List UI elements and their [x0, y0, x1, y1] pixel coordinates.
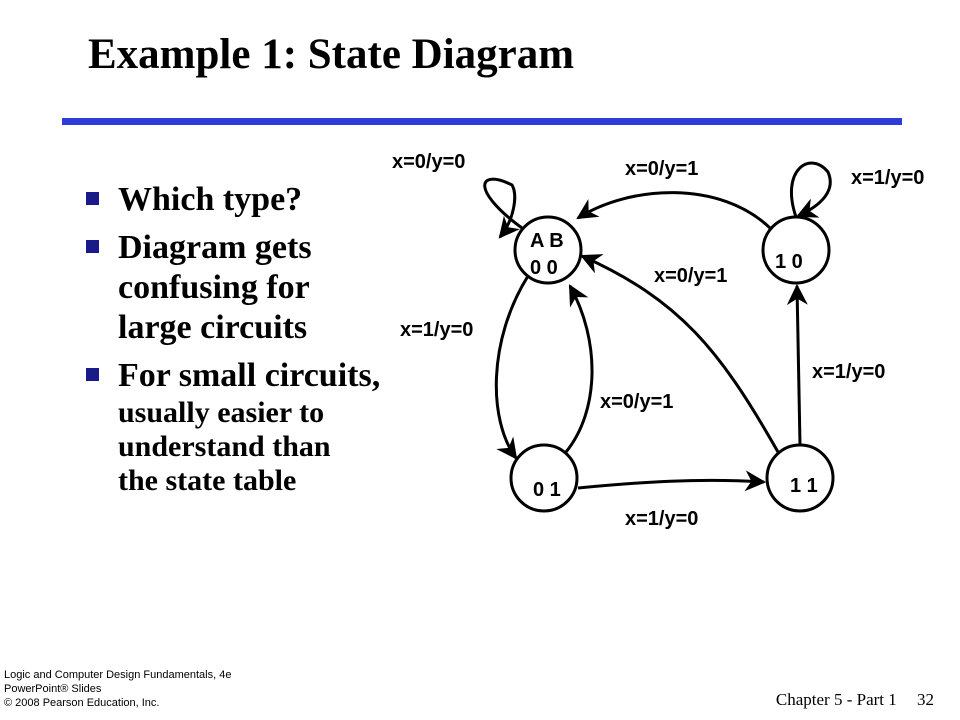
square-bullet-icon	[86, 240, 99, 253]
transition-01-to-00	[564, 284, 594, 453]
footer-logo-line: PowerPoint® Slides	[4, 683, 102, 695]
title-divider	[62, 118, 902, 125]
transition-11-to-00	[580, 254, 780, 453]
bullet-line: confusing for	[118, 269, 310, 306]
footer-logo-line: Logic and Computer Design Fundamentals, …	[4, 669, 232, 681]
bullet-list: Which type? Diagram gets confusing for l…	[86, 180, 466, 506]
transition-label: x=1/y=0	[812, 361, 885, 383]
transition-label: x=0/y=1	[625, 158, 698, 180]
transition-00-to-01	[494, 275, 530, 460]
state-node-01	[509, 443, 579, 513]
page-footer: Chapter 5 - Part 1 32	[776, 690, 934, 710]
state-label-10: 1 0	[775, 251, 803, 273]
slide-title: Example 1: State Diagram	[88, 31, 575, 78]
state-node-00	[513, 215, 583, 285]
page-number: 32	[917, 690, 934, 709]
square-bullet-icon	[86, 192, 99, 205]
bullet-item: For small circuits, usually easier to un…	[86, 356, 466, 498]
transition-01-to-11	[577, 470, 767, 492]
bullet-line: understand than	[118, 430, 331, 463]
transition-11-to-10	[786, 283, 808, 446]
state-node-10	[761, 215, 831, 285]
bullet-item: Which type?	[86, 180, 466, 220]
transition-label: x=1/y=0	[400, 319, 473, 341]
state-label-11: 1 1	[790, 475, 818, 497]
bullet-line: the state table	[118, 464, 297, 497]
footer-logo-line: © 2008 Pearson Education, Inc.	[4, 697, 160, 709]
chapter-label: Chapter 5 - Part 1	[775, 690, 897, 709]
state-label-00-value: 0 0	[530, 257, 558, 279]
transition-label: x=0/y=1	[654, 265, 727, 287]
transition-label: x=0/y=1	[600, 391, 673, 413]
transition-10-to-00	[576, 191, 772, 230]
transition-label: x=1/y=0	[851, 167, 924, 189]
bullet-line: large circuits	[118, 309, 308, 346]
publisher-logo-text: Logic and Computer Design Fundamentals, …	[4, 668, 231, 710]
bullet-line: Which type?	[118, 181, 303, 218]
bullet-item: Diagram gets confusing for large circuit…	[86, 228, 466, 348]
transition-10-self	[789, 161, 832, 218]
bullet-line: For small circuits,	[118, 357, 381, 394]
transition-00-self	[483, 177, 523, 239]
bullet-line: usually easier to	[118, 396, 325, 429]
state-label-01: 0 1	[533, 479, 561, 501]
state-label-00: A B	[530, 230, 564, 252]
transition-label: x=0/y=0	[392, 151, 465, 173]
square-bullet-icon	[86, 368, 99, 381]
bullet-line: Diagram gets	[118, 229, 312, 266]
transition-label: x=1/y=0	[625, 508, 698, 530]
